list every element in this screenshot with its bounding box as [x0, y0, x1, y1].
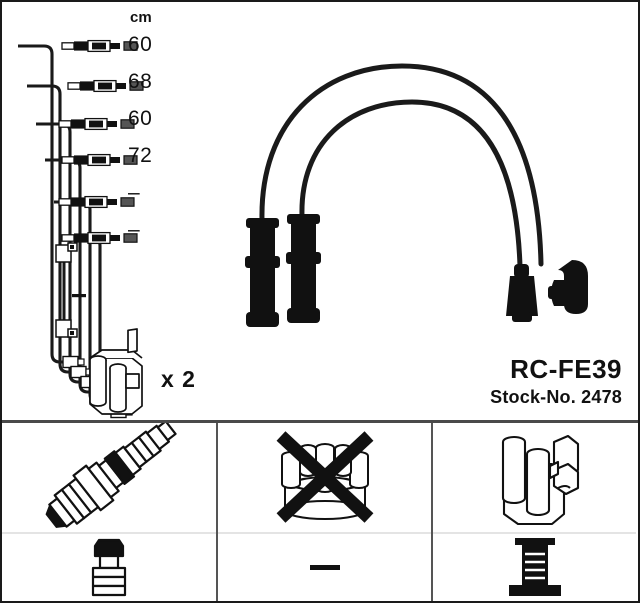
spark-plug-boot-2 — [286, 214, 321, 323]
ignition-coil-icon — [501, 435, 579, 526]
plug-lead-outer — [259, 63, 544, 267]
distributor-cap-cell — [218, 423, 431, 532]
cable-inline-connector-4 — [61, 153, 138, 167]
dash-mark-icon — [309, 564, 340, 570]
coil-quantity-label: x 2 — [161, 366, 196, 392]
cable-length-4: 72 — [128, 144, 153, 167]
plug-lead-cables — [259, 63, 544, 269]
cable-inline-connector-5 — [58, 195, 135, 209]
stock-number: Stock-No. 2478 — [490, 387, 622, 407]
ignition-coil-small-icon — [89, 328, 143, 415]
cable-inline-connector-6 — [61, 231, 138, 245]
ignition-cable-set-illustration — [18, 39, 588, 419]
cable-length-2: 68 — [128, 70, 153, 93]
spark-plug-boot-1 — [245, 218, 280, 327]
cable-length-6: – — [128, 218, 140, 241]
coil-terminal-cell — [433, 531, 636, 601]
coil-boot-straight — [506, 264, 538, 322]
length-unit-header: cm — [130, 9, 152, 26]
application-icon-grid — [2, 420, 638, 601]
plug-lead-inner — [299, 99, 523, 269]
spark-plug-connector-boot-icon — [91, 539, 127, 597]
distributor-cap-icon — [276, 431, 373, 524]
cable-length-column: cm 60 68 60 72 – – — [128, 10, 184, 248]
distributor-cap-column — [216, 423, 433, 601]
spark-plug-column — [2, 423, 216, 601]
accessory-cable — [55, 242, 78, 338]
spark-plug-icon — [45, 423, 177, 529]
spark-plug-cell — [2, 423, 216, 532]
coil-boot-angled — [548, 260, 588, 314]
cable-length-1: 60 — [128, 33, 153, 56]
product-code: RC-FE39 — [510, 354, 622, 384]
cable-length-5: – — [128, 181, 140, 204]
not-applicable-cross-icon — [276, 431, 373, 524]
cable-length-3: 60 — [128, 107, 153, 130]
coil-terminal-icon — [508, 538, 561, 597]
main-diagram-panel: cm 60 68 60 72 – – x 2 RC-FE39 Stock-No.… — [2, 2, 638, 420]
cable-inline-connector-1 — [61, 39, 138, 53]
distributor-not-applicable-cell — [218, 531, 431, 601]
accessory-cable-upper-boot — [55, 242, 78, 263]
spark-plug-connector-cell — [2, 531, 216, 601]
accessory-cable-length-dash — [72, 294, 86, 298]
ignition-coil-cell — [433, 423, 636, 532]
accessory-cable-lower-boot — [55, 319, 78, 338]
product-title-block: RC-FE39 Stock-No. 2478 — [322, 354, 622, 409]
cable-inline-connector-3 — [58, 117, 135, 131]
ignition-coil-column — [433, 423, 636, 601]
